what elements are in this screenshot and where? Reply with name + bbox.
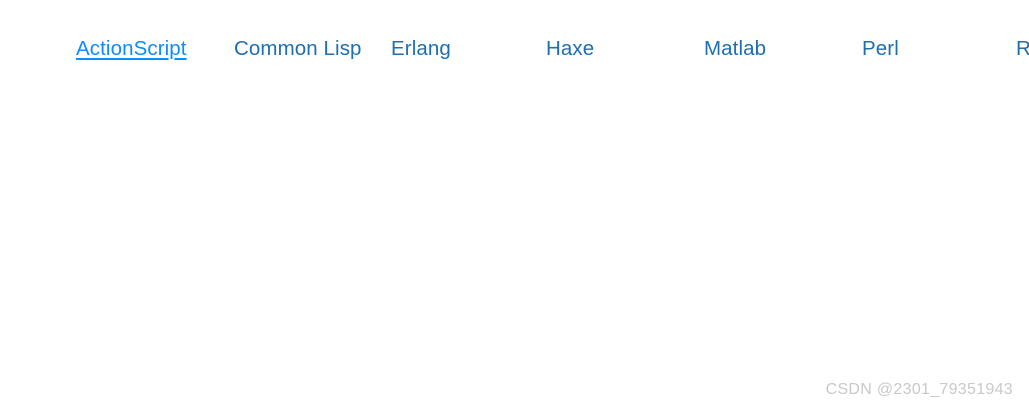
language-link-rebol[interactable]: Rebol [1016,37,1029,60]
language-link-common-lisp[interactable]: Common Lisp [234,37,362,60]
csdn-watermark: CSDN @2301_79351943 [825,381,1013,398]
language-link-perl[interactable]: Perl [862,37,899,60]
language-link-actionscript[interactable]: ActionScript [76,37,187,60]
language-link-matlab[interactable]: Matlab [704,37,767,60]
language-link-haxe[interactable]: Haxe [546,37,595,60]
language-link-erlang[interactable]: Erlang [391,37,451,60]
language-list-grid: ActionScript Common Lisp Erlang Haxe Matlab P… [76,27,1029,71]
